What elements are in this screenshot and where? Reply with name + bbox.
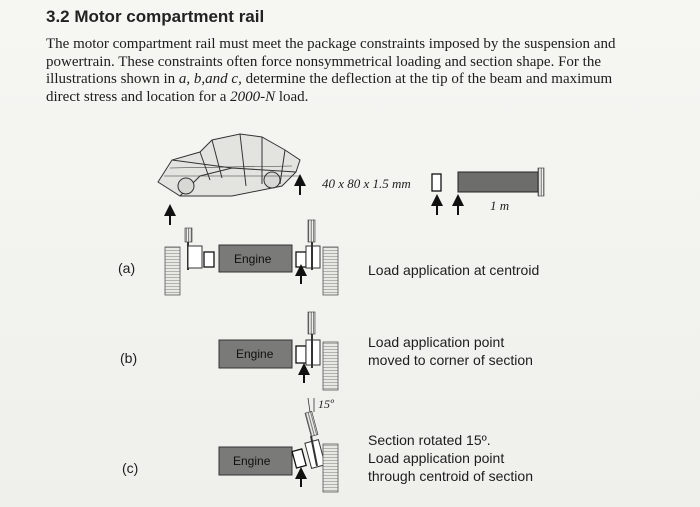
- case-c-diagram: [218, 397, 339, 493]
- case-c-spring: [304, 411, 319, 437]
- case-b-caption-line-1: Load application point: [368, 334, 505, 350]
- beam: [457, 171, 539, 193]
- section-icon: [431, 173, 442, 192]
- case-a-right-wall: [322, 246, 339, 296]
- angle-label: 15º: [318, 397, 334, 411]
- case-a-diagram: [164, 219, 339, 296]
- case-b-label: (b): [120, 350, 138, 366]
- case-c-rail: [291, 448, 307, 469]
- case-c-caption-line-2: Load application point: [368, 450, 505, 466]
- beam-length: 1 m: [490, 198, 510, 213]
- case-a-left-spring: [184, 227, 193, 243]
- case-a-caption-line-1: Load application at centroid: [368, 262, 540, 278]
- case-c-wall: [322, 443, 339, 493]
- case-a-label: (a): [118, 260, 136, 276]
- case-a-engine: [218, 244, 293, 273]
- case-a-right-rail: [295, 251, 307, 268]
- case-c-caption: Section rotated 15º. Load application po…: [368, 431, 533, 485]
- case-b-caption-line-2: moved to corner of section: [368, 352, 533, 368]
- problem-statement: The motor compartment rail must meet the…: [46, 36, 636, 106]
- case-b-diagram: [218, 311, 339, 391]
- engine-label-c: Engine: [233, 454, 271, 468]
- engine-label-a: Engine: [234, 252, 272, 266]
- case-c-caption-line-3: through centroid of section: [368, 468, 533, 484]
- case-c-caption-line-1: Section rotated 15º.: [368, 432, 491, 448]
- statement-part-3: load.: [275, 88, 309, 105]
- engine-label-b: Engine: [236, 347, 274, 361]
- case-a-caption: Load application at centroid: [368, 261, 539, 279]
- car-body-frame: [157, 133, 301, 197]
- case-b-rail: [295, 345, 307, 364]
- case-b-caption: Load application point moved to corner o…: [368, 333, 533, 369]
- statement-cases: a, b,and c,: [178, 71, 242, 87]
- case-c-label: (c): [122, 460, 139, 476]
- case-b-engine: [218, 339, 293, 369]
- case-c-engine: [218, 446, 293, 476]
- section-dimensions: 40 x 80 x 1.5 mm: [322, 176, 411, 191]
- case-a-left-wall: [164, 246, 181, 296]
- section-heading: 3.2 Motor compartment rail: [46, 7, 265, 26]
- case-b-spring: [307, 311, 316, 335]
- case-a-rail: [203, 251, 215, 268]
- statement-part-2: determine the deflection at the tip of t…: [46, 71, 613, 105]
- case-b-wall: [322, 341, 339, 391]
- beam-wall: [537, 167, 545, 197]
- statement-load: 2000-N: [230, 88, 276, 105]
- statement-part-1: The motor compartment rail must meet the…: [46, 36, 616, 87]
- case-a-right-spring: [307, 219, 316, 243]
